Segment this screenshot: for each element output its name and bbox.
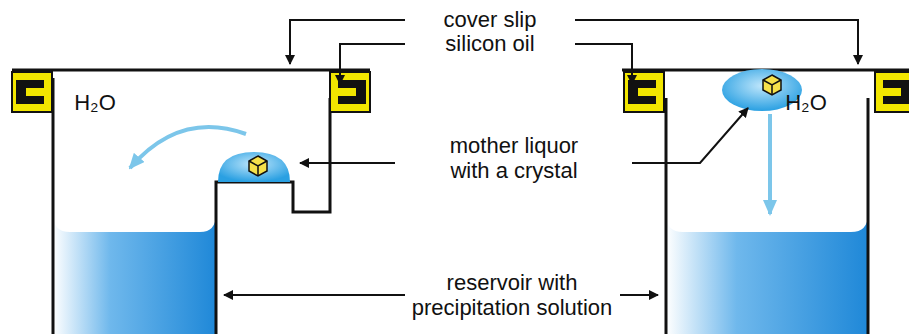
part-label: silicon oil (442, 31, 537, 56)
part-label: mother liquor with a crystal (429, 133, 599, 183)
part-label: cover slip (441, 7, 540, 32)
molecule-label: H₂O (74, 90, 116, 115)
part-label: reservoir with precipitation solution (395, 270, 630, 320)
molecule-label: H₂O (785, 90, 827, 115)
